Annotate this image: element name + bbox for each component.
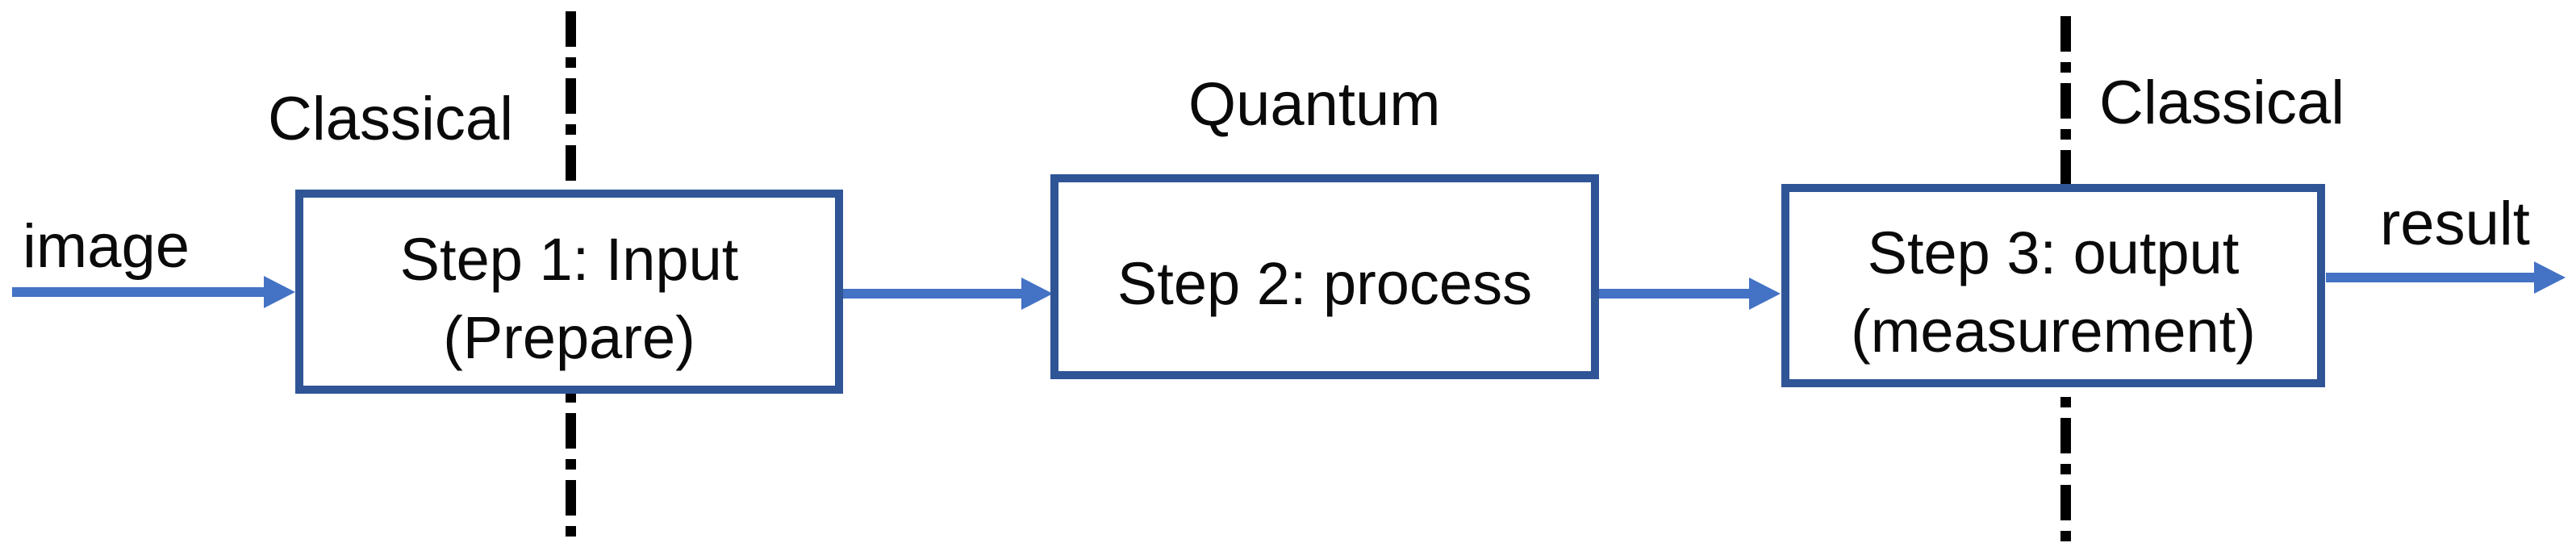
arrow-image-to-step1 xyxy=(12,276,295,308)
arrow-right-icon xyxy=(1021,278,1053,310)
step1-box: Step 1: Input (Prepare) xyxy=(295,190,843,394)
input-label: image xyxy=(23,212,190,281)
arrow-right-icon xyxy=(1749,278,1781,310)
arrow-step1-to-step2 xyxy=(843,278,1053,310)
region-label-classical-left: Classical xyxy=(268,85,514,153)
output-label: result xyxy=(2380,190,2530,258)
step3-subtitle: (measurement) xyxy=(1851,298,2256,365)
arrow-shaft xyxy=(12,287,264,297)
arrow-shaft xyxy=(1599,289,1749,299)
step1-subtitle: (Prepare) xyxy=(443,303,695,371)
arrow-step2-to-step3 xyxy=(1599,278,1781,310)
step2-title: Step 2: process xyxy=(1117,249,1533,317)
step3-title: Step 3: output xyxy=(1867,219,2240,286)
region-label-classical-right: Classical xyxy=(2099,69,2345,137)
step2-box: Step 2: process xyxy=(1050,174,1599,379)
step3-box: Step 3: output (measurement) xyxy=(1781,184,2325,387)
region-label-quantum: Quantum xyxy=(1188,70,1441,139)
arrow-shaft xyxy=(2326,273,2534,282)
arrow-shaft xyxy=(843,289,1021,299)
arrow-right-icon xyxy=(264,276,295,308)
arrow-step3-to-result xyxy=(2326,261,2566,294)
arrow-right-icon xyxy=(2534,261,2566,294)
step1-title: Step 1: Input xyxy=(399,225,739,293)
